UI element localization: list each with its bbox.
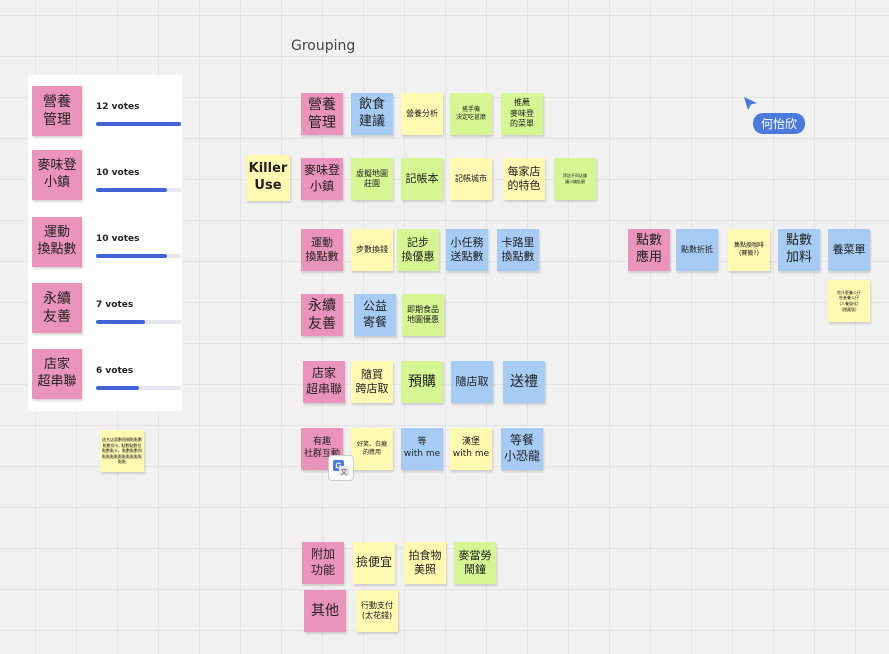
sticky-note[interactable]: 送禮 xyxy=(503,361,545,403)
sticky-note[interactable]: 卡路里 換點數 xyxy=(497,229,539,271)
vote-bar-fill xyxy=(96,254,167,258)
small-sticky-note[interactable]: 這名店面數個開點點數點數與卡, 點數點數但點數點卡。點數點數與點點點點點點點點點… xyxy=(100,430,144,472)
category-note[interactable]: 點數 應用 xyxy=(628,229,670,271)
vote-item-label[interactable]: 麥味登 小鎮 xyxy=(32,150,82,200)
sticky-note[interactable]: 行動支付 (太花錢) xyxy=(356,590,398,632)
vote-bar-track xyxy=(96,320,181,324)
sticky-note[interactable]: 推薦 麥味登 的菜單 xyxy=(501,93,543,135)
sticky-note[interactable]: 小任務 送點數 xyxy=(446,229,488,271)
sticky-note[interactable]: 漢堡 with me xyxy=(450,428,492,470)
sticky-note[interactable]: 虛擬地圖 莊園 xyxy=(351,158,393,200)
sticky-note[interactable]: 即期食品 地圖優惠 xyxy=(402,294,444,336)
sticky-note[interactable]: 點數折抵 xyxy=(676,229,718,271)
sticky-note[interactable]: 預購 xyxy=(401,361,443,403)
sticky-note[interactable]: 步數換錢 xyxy=(351,229,393,271)
category-note[interactable]: 其他 xyxy=(304,590,346,632)
collaborator-cursor-icon xyxy=(744,97,757,110)
board-title: Grouping xyxy=(291,38,356,54)
sticky-note[interactable]: 每家店 的特色 xyxy=(503,158,545,200)
category-note[interactable]: 營養 管理 xyxy=(301,93,343,135)
vote-bar-fill xyxy=(96,188,167,192)
killer-use-note[interactable]: Killer Use xyxy=(246,155,290,201)
sticky-note[interactable]: 點數 加料 xyxy=(778,229,820,271)
vote-count: 10 votes xyxy=(96,168,140,178)
vote-bar-fill xyxy=(96,320,146,324)
svg-text:文: 文 xyxy=(341,467,348,476)
svg-text:G: G xyxy=(335,462,341,471)
vote-bar-track xyxy=(96,122,181,126)
sticky-note[interactable]: 飲食 建議 xyxy=(351,93,393,135)
sticky-note[interactable]: 等餐 小恐龍 xyxy=(501,428,543,470)
sticky-note[interactable]: 搖手機 決定吃甚麼 xyxy=(450,93,492,135)
vote-count: 6 votes xyxy=(96,366,134,376)
vote-bar-track xyxy=(96,386,181,390)
translate-icon[interactable]: G 文 xyxy=(328,455,354,481)
category-note[interactable]: 運動 換點數 xyxy=(301,229,343,271)
collaborator-name-tag: 何怡欣 xyxy=(753,113,806,134)
sticky-note[interactable]: 撿便宜 xyxy=(353,542,395,584)
category-note[interactable]: 店家 超串聯 xyxy=(303,361,345,403)
sticky-note[interactable]: 拜訪不同店舖 讓小鎮壯觀 xyxy=(554,158,596,200)
vote-bar-track xyxy=(96,188,181,192)
sticky-note[interactable]: 記步 換優惠 xyxy=(397,229,439,271)
category-note[interactable]: 麥味登 小鎮 xyxy=(301,158,343,200)
sticky-note[interactable]: 麥當勞 鬧鐘 xyxy=(454,542,496,584)
sticky-note[interactable]: 記帳本 xyxy=(401,158,443,200)
sticky-note[interactable]: 等 with me xyxy=(401,428,443,470)
vote-item-label[interactable]: 永續 友善 xyxy=(32,283,82,333)
sticky-note[interactable]: 公益 寄餐 xyxy=(354,294,396,336)
vote-item-label[interactable]: 店家 超串聯 xyxy=(32,349,82,399)
vote-bar-fill xyxy=(96,122,181,126)
sticky-note[interactable]: 養菜單 xyxy=(828,229,870,271)
vote-item-label[interactable]: 運動 換點數 xyxy=(32,217,82,267)
sticky-note[interactable]: 營養分析 xyxy=(401,93,443,135)
sticky-note[interactable]: 集點換咖啡 (賽籤?) xyxy=(728,229,770,271)
vote-count: 7 votes xyxy=(96,300,134,310)
category-note[interactable]: 永續 友善 xyxy=(301,294,343,336)
category-note[interactable]: 附加 功能 xyxy=(302,542,344,584)
vote-count: 10 votes xyxy=(96,234,140,244)
sticky-note[interactable]: 好笑、白癡 的應用 xyxy=(351,428,393,470)
sticky-note[interactable]: 拍食物 美照 xyxy=(404,542,446,584)
sticky-note[interactable]: 隨店取 xyxy=(451,361,493,403)
vote-bar-fill xyxy=(96,386,139,390)
vote-item-label[interactable]: 營養 管理 xyxy=(32,86,82,136)
sticky-note[interactable]: 記帳城市 xyxy=(450,158,492,200)
sticky-note[interactable]: 吃什麼養公仔 吃者養公仔 (人養變化) (隱藏版) xyxy=(828,280,870,322)
vote-bar-track xyxy=(96,254,181,258)
sticky-note[interactable]: 隨買 跨店取 xyxy=(351,361,393,403)
vote-count: 12 votes xyxy=(96,102,140,112)
